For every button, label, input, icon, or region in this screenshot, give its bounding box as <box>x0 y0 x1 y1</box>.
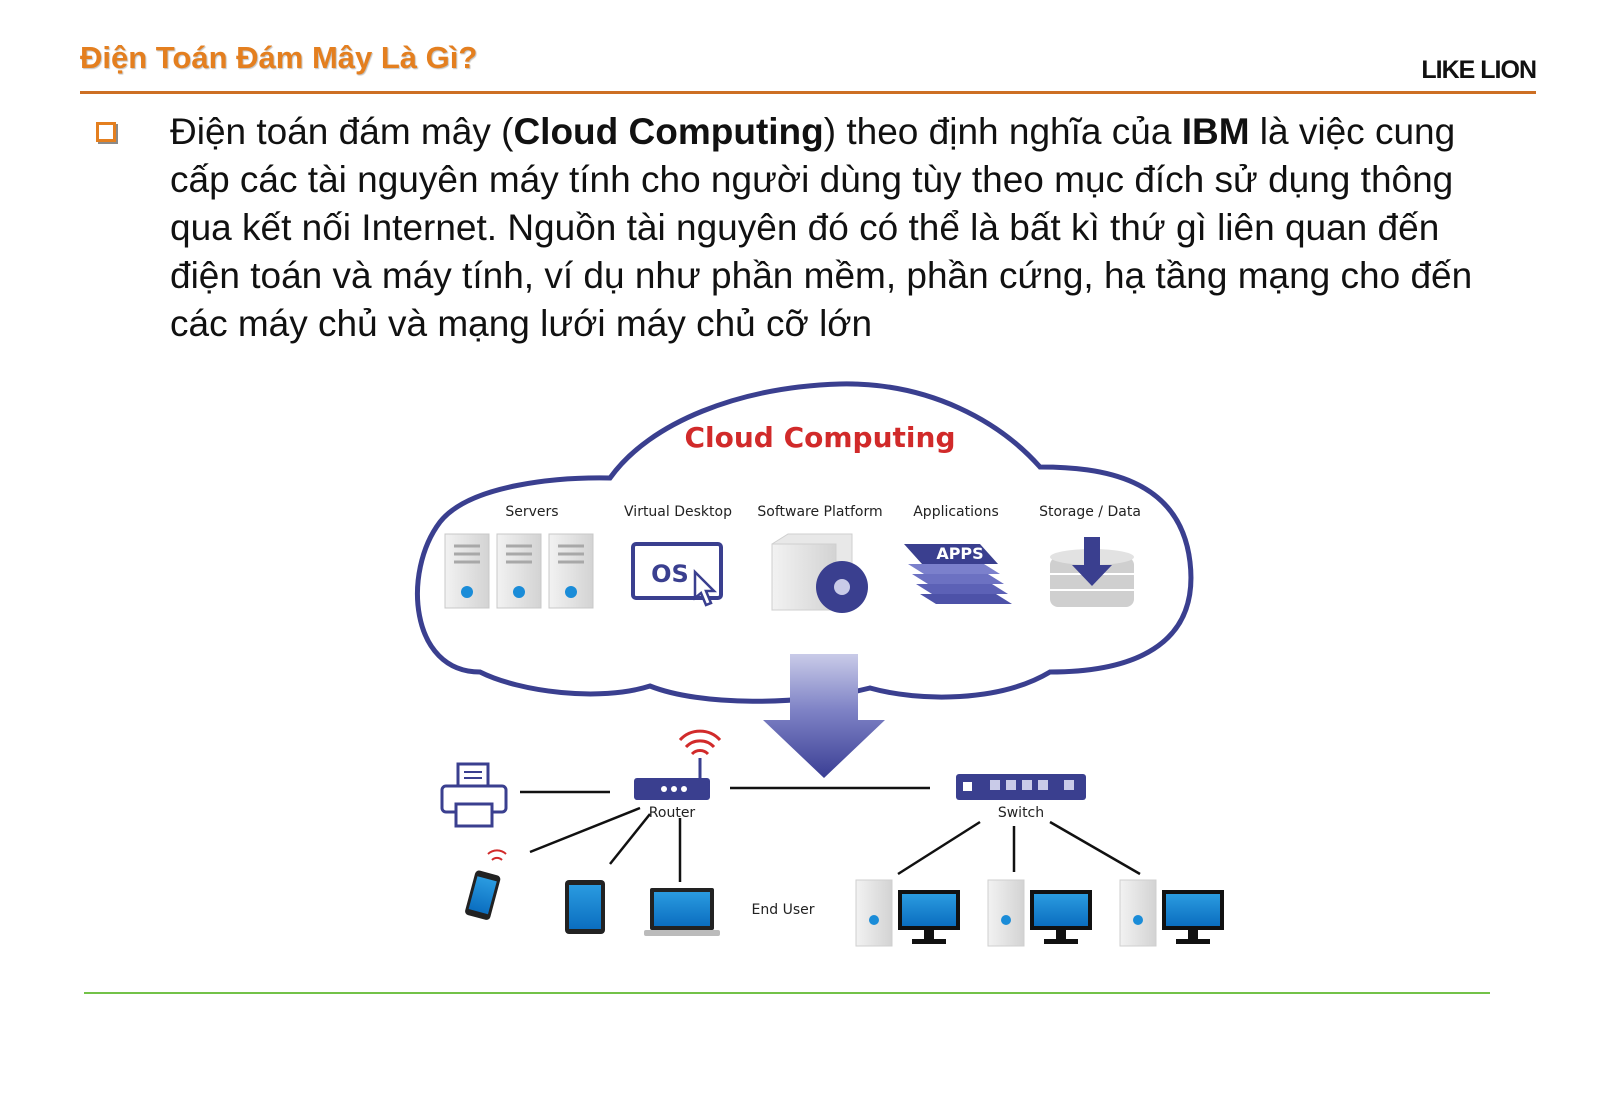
apps-label: APPS <box>936 544 983 563</box>
switch-label: Switch <box>998 805 1044 821</box>
servers-icon <box>444 533 594 609</box>
virtual-desktop-label: Virtual Desktop <box>624 504 732 520</box>
smartphone-icon <box>465 870 501 920</box>
software-platform-label: Software Platform <box>757 504 882 520</box>
wifi-small-icon <box>487 849 507 861</box>
cloud-title: Cloud Computing <box>684 421 955 454</box>
applications-icon: APPS <box>904 544 1012 604</box>
slide-title: Điện Toán Đám Mây Là Gì? <box>80 40 478 75</box>
end-user-label: End User <box>752 902 815 918</box>
brand-logo: LIKE LION <box>1421 56 1537 84</box>
router-icon <box>634 758 710 800</box>
servers-label: Servers <box>505 504 558 520</box>
workstation-icon <box>855 879 960 947</box>
storage-icon <box>1050 537 1134 607</box>
cloud-computing-diagram: Cloud Computing Servers Virtual Desktop … <box>415 381 1224 947</box>
laptop-icon <box>644 888 720 936</box>
network-links <box>520 786 1141 882</box>
definition-text-1: Điện toán đám mây ( <box>170 111 514 152</box>
tablet-icon <box>565 880 605 934</box>
header-divider <box>80 91 1536 94</box>
term-ibm: IBM <box>1181 111 1250 152</box>
term-cloud-computing: Cloud Computing <box>513 111 824 152</box>
applications-label: Applications <box>913 504 999 520</box>
definition-text-2: ) theo định nghĩa của <box>823 111 1182 152</box>
wifi-icon <box>678 729 722 756</box>
os-label: OS <box>651 560 689 588</box>
footer-divider <box>84 992 1490 994</box>
down-arrow-icon <box>763 654 885 778</box>
switch-icon <box>956 774 1086 800</box>
storage-label: Storage / Data <box>1039 504 1141 520</box>
workstation-icon <box>987 879 1092 947</box>
router-label: Router <box>649 805 696 821</box>
square-bullet-icon <box>96 122 116 142</box>
printer-icon <box>440 762 508 828</box>
workstation-icon <box>1119 879 1224 947</box>
definition-text-3: là việc cung cấp các tài nguyên máy tính… <box>170 111 1473 344</box>
virtual-desktop-icon: OS <box>631 542 723 607</box>
software-platform-icon <box>771 533 868 613</box>
definition-paragraph: Điện toán đám mây (Cloud Computing) theo… <box>170 108 1510 348</box>
